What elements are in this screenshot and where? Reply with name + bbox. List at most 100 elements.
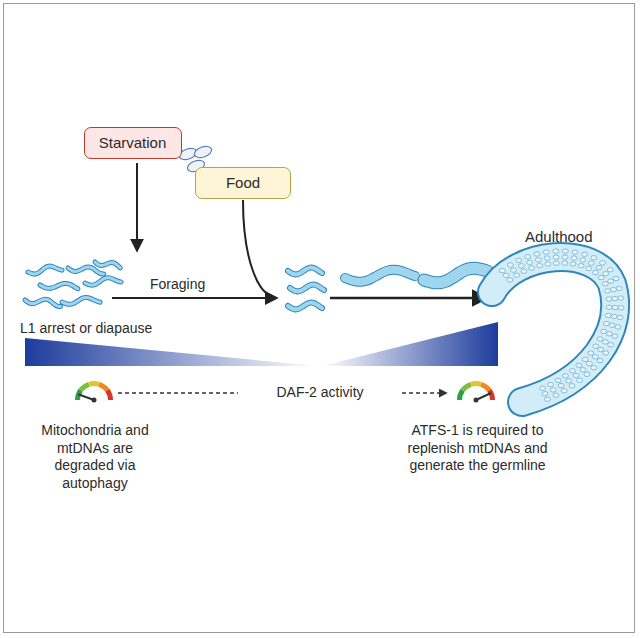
egg — [547, 382, 553, 386]
egg — [612, 296, 618, 300]
egg — [582, 252, 588, 256]
foraging-arrow — [112, 297, 276, 299]
egg — [534, 252, 540, 256]
worm — [25, 299, 61, 306]
egg — [605, 313, 611, 317]
egg — [591, 256, 597, 260]
egg — [598, 275, 604, 279]
egg — [562, 261, 568, 265]
egg — [514, 273, 520, 277]
egg — [606, 297, 612, 301]
egg — [543, 250, 549, 254]
egg — [569, 384, 575, 388]
worm-outline — [424, 268, 487, 283]
egg — [570, 262, 576, 266]
egg — [525, 255, 531, 259]
egg — [562, 255, 568, 259]
egg — [602, 340, 608, 344]
egg — [588, 351, 594, 355]
egg — [553, 261, 559, 265]
activity-wedge — [25, 338, 318, 366]
egg — [518, 264, 524, 268]
activity-wedge — [322, 322, 498, 366]
egg — [544, 397, 550, 401]
egg — [561, 389, 567, 393]
egg — [544, 256, 550, 260]
egg — [540, 386, 546, 390]
worm — [95, 262, 120, 268]
egg — [603, 351, 609, 355]
adult-worm — [492, 257, 615, 402]
egg — [612, 334, 618, 338]
egg — [586, 361, 592, 365]
egg — [615, 325, 621, 329]
worm-outline — [62, 297, 100, 304]
egg — [571, 256, 577, 260]
gauge-segment — [79, 382, 90, 392]
egg — [603, 321, 609, 325]
worm — [345, 270, 415, 282]
gauge-segment — [470, 381, 482, 387]
egg — [608, 279, 614, 283]
egg — [562, 249, 568, 253]
bacterium — [193, 144, 213, 160]
dashed-link — [402, 392, 446, 394]
egg — [616, 286, 622, 290]
egg — [553, 255, 559, 259]
egg — [562, 374, 568, 378]
dashed-link — [118, 392, 238, 394]
worm — [40, 283, 78, 288]
egg — [588, 261, 594, 265]
egg — [529, 266, 535, 270]
egg — [516, 258, 522, 262]
worm — [62, 297, 100, 304]
egg — [586, 266, 592, 270]
gauge-segment — [88, 381, 100, 387]
egg — [598, 347, 604, 351]
egg — [601, 329, 607, 333]
worm-outline — [40, 283, 78, 288]
egg — [576, 363, 582, 367]
egg — [611, 314, 617, 318]
gauge-segment — [461, 382, 472, 392]
egg — [569, 369, 575, 373]
worm-outline — [288, 268, 322, 275]
egg — [507, 263, 513, 267]
gauge-hub — [92, 398, 97, 403]
egg — [537, 263, 543, 267]
egg — [606, 305, 612, 309]
egg — [584, 372, 590, 376]
egg — [510, 268, 516, 272]
egg — [603, 271, 609, 275]
egg — [618, 306, 624, 310]
egg — [597, 358, 603, 362]
worm-outline — [288, 303, 322, 310]
egg — [608, 343, 614, 347]
worm-outline — [95, 262, 120, 268]
stage-label: Foraging — [150, 276, 230, 294]
egg — [542, 392, 548, 396]
egg — [617, 315, 623, 319]
egg — [600, 261, 606, 265]
note-text: ATFS-1 is required to replenish mtDNAs a… — [390, 422, 565, 475]
stage-label: Adulthood — [525, 228, 625, 247]
gauge-segment — [105, 389, 113, 400]
egg — [555, 378, 561, 382]
egg — [609, 323, 615, 327]
activity-gauge — [457, 381, 495, 402]
worm-outline — [290, 285, 324, 292]
egg — [578, 264, 584, 268]
starvation-arrow — [136, 163, 138, 250]
egg — [610, 287, 616, 291]
axis-label: DAF-2 activity — [240, 384, 400, 402]
worm-outline — [85, 278, 121, 285]
worm-outline — [28, 266, 62, 274]
egg — [566, 379, 572, 383]
egg — [613, 276, 619, 280]
condition-box: Starvation — [84, 127, 182, 159]
egg — [573, 373, 579, 377]
egg — [577, 378, 583, 382]
egg — [605, 289, 611, 293]
egg — [580, 368, 586, 372]
